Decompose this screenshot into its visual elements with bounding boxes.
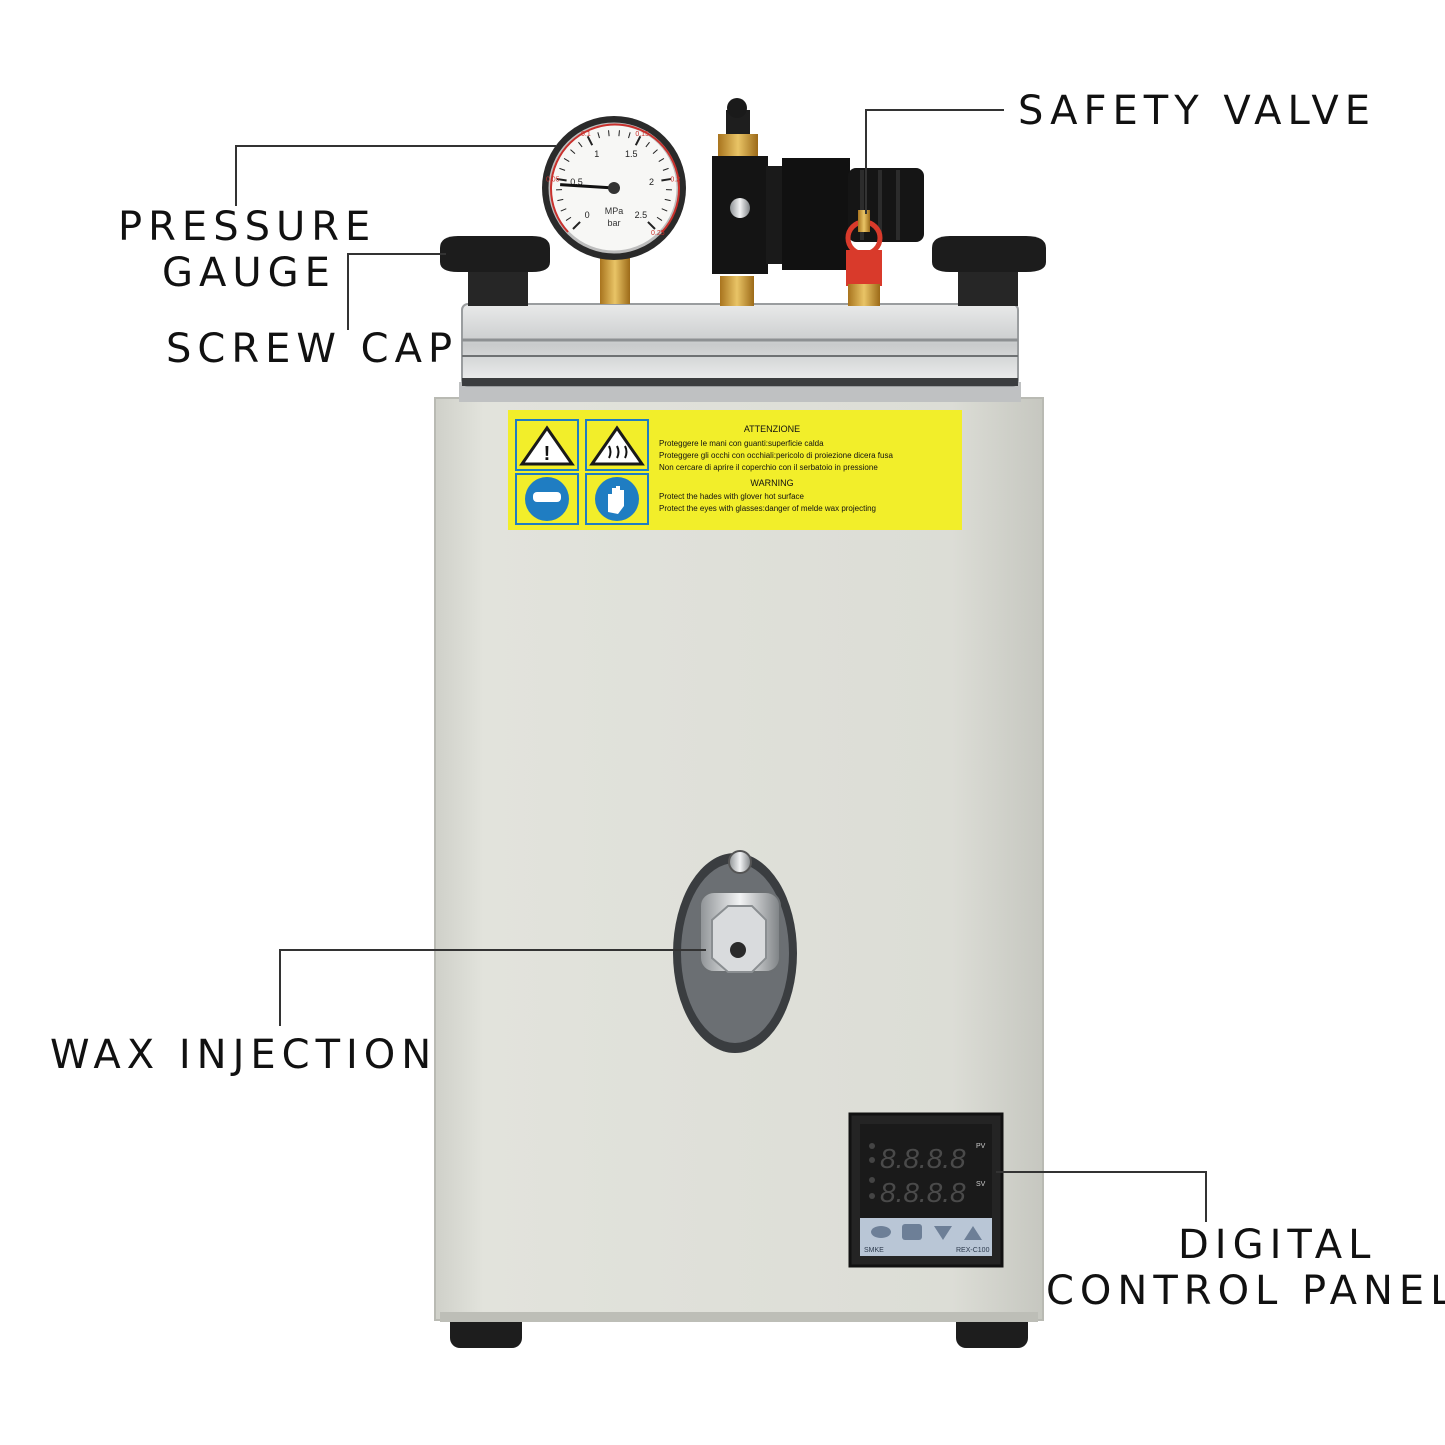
control-panel-leader: [996, 1171, 1207, 1222]
gauge-inner-tick-label: 1.5: [625, 149, 638, 159]
warning-title-en: WARNING: [750, 478, 793, 488]
gauge-tick: [647, 221, 656, 230]
gauge-tick: [634, 135, 642, 146]
pressure-regulator: [712, 98, 924, 306]
gauge-tick: [560, 208, 567, 212]
up-key-button[interactable]: [964, 1226, 982, 1240]
screw-cap-left[interactable]: [440, 236, 550, 306]
callout-lines: [235, 109, 1207, 1222]
safety-valve-leader: [865, 109, 1004, 214]
gauge-unit-bar: bar: [607, 218, 620, 228]
gauge-tick: [578, 141, 583, 148]
gauge-tick: [565, 216, 572, 222]
warning-line-it-3: Non cercare di aprire il coperchio con i…: [659, 463, 878, 472]
gauge-outer-tick-label: 0.1: [581, 131, 591, 138]
gauge-inner-tick-label: 0: [585, 210, 590, 220]
gauge-scale: 0 0.5 1 1.5 2 2.5 0.05 0.1 0.15 0.2 0.25: [546, 130, 680, 237]
general-warning-icon: [519, 425, 575, 466]
gauge-tick: [586, 135, 594, 146]
gauge-tick: [664, 198, 671, 202]
screw-cap-right[interactable]: [932, 236, 1046, 306]
lid: [459, 303, 1021, 402]
warning-line-it-1: Proteggere le mani con guanti:superficie…: [659, 439, 824, 448]
pv-display: 8.8.8.8: [880, 1143, 966, 1174]
gauge-outer-tick-label: 0.2: [670, 176, 680, 183]
gauge-tick: [662, 167, 669, 171]
wax-injection-callout: WAX INJECTION: [50, 1032, 438, 1078]
shift-key-button[interactable]: [902, 1224, 922, 1240]
gauge-inner-tick-label: 1: [594, 149, 599, 159]
gauge-outer-tick-label: 0.05: [546, 176, 560, 183]
warning-line-en-2: Protect the eyes with glasses:danger of …: [659, 504, 876, 513]
controller-brand: SMKE: [864, 1247, 884, 1254]
warning-line-en-1: Protect the hades with glover hot surfac…: [659, 492, 805, 501]
sv-display: 8.8.8.8: [880, 1177, 966, 1208]
gauge-tick: [656, 216, 663, 222]
gauge-inner-tick-label: 0.5: [570, 177, 583, 187]
gauge-tick: [563, 158, 570, 162]
wax-injection-nozzle[interactable]: [673, 850, 797, 1053]
gauge-tick: [608, 130, 610, 137]
pressure-gauge-leader: [235, 145, 556, 206]
pressure-gauge-callout-line2: GAUGE: [162, 250, 336, 296]
gauge-tick: [559, 167, 566, 171]
pv-label: PV: [976, 1143, 986, 1150]
screw-cap-leader: [347, 253, 446, 330]
gauge-tick: [652, 149, 658, 154]
gauge-tick: [658, 158, 665, 162]
svg-text:!: !: [544, 443, 551, 465]
gauge-outer-tick-label: 0.25: [651, 230, 665, 237]
digital-panel-callout-line1: DIGITAL: [1178, 1222, 1377, 1268]
warning-title-it: ATTENZIONE: [744, 424, 800, 434]
digital-control-panel[interactable]: 8.8.8.8 8.8.8.8 PV SV SMKE REX-C100: [848, 1112, 1004, 1268]
pressure-gauge: 0 0.5 1 1.5 2 2.5 0.05 0.1 0.15 0.2 0.25 MPa bar: [542, 116, 686, 304]
gauge-inner-tick-label: 2.5: [635, 210, 648, 220]
controller-model: REX-C100: [956, 1247, 990, 1254]
gauge-tick: [557, 198, 564, 202]
gauge-tick: [628, 132, 631, 139]
gauge-unit-mpa: MPa: [605, 206, 624, 216]
safety-valve[interactable]: [845, 210, 883, 306]
gauge-tick: [645, 141, 650, 148]
gauge-needle: [560, 183, 615, 190]
gauge-tick: [661, 177, 672, 182]
warning-label: ! ATTENZIONE Proteggere le mani con guan…: [508, 410, 962, 530]
pressure-gauge-callout-line1: PRESSURE: [118, 204, 377, 250]
set-key-button[interactable]: [871, 1226, 891, 1238]
sv-label: SV: [976, 1181, 986, 1188]
gauge-inner-tick-label: 2: [649, 177, 654, 187]
gauge-tick: [661, 208, 668, 212]
down-key-button[interactable]: [934, 1226, 952, 1240]
wax-injection-leader: [279, 949, 706, 1026]
gauge-hub: [608, 182, 620, 194]
gauge-tick: [597, 132, 600, 139]
gauge-tick: [556, 177, 567, 182]
gauge-tick: [572, 221, 581, 230]
digital-panel-callout-line2: CONTROL PANEL: [1046, 1268, 1445, 1314]
gauge-outer-tick-label: 0.15: [635, 131, 649, 138]
safety-valve-callout: SAFETY VALVE: [1018, 88, 1377, 134]
screw-cap-callout: SCREW CAP: [166, 326, 459, 372]
gauge-tick: [570, 149, 576, 154]
gauge-tick: [618, 130, 620, 137]
warning-line-it-2: Proteggere gli occhi con occhiali:perico…: [659, 451, 893, 460]
